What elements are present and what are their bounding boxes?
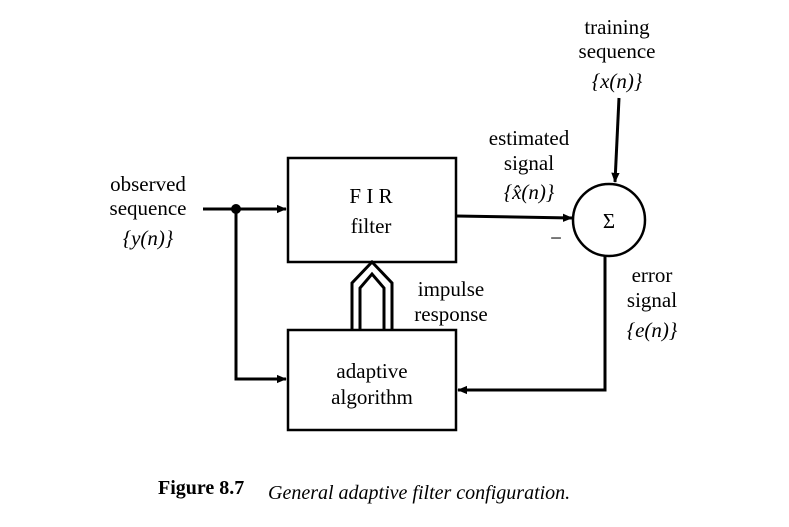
error-feedback-line [457,256,607,395]
caption-text: General adaptive filter configuration. [268,482,570,504]
adaptive-algorithm-block [286,328,458,432]
summing-junction [571,182,647,258]
sigma-symbol: Σ [603,209,615,233]
fir-label: F I R [349,184,392,208]
estimated-signal-line [455,213,573,223]
observed-sequence-label: sequence [110,196,187,220]
impulse-response-arrow [350,259,394,330]
adaptive-label: adaptive [336,359,407,383]
fir-filter-block [286,156,458,264]
algorithm-label: algorithm [331,385,413,409]
training-label: training [584,15,650,39]
caption-label: Figure 8.7 [158,477,244,499]
observed-label: observed [110,172,186,196]
error-signal-label: signal [627,288,677,312]
response-label: response [414,302,487,326]
observed-symbol: {y(n)} [123,226,174,250]
estimated-label: estimated [489,126,570,150]
impulse-label: impulse [418,277,485,301]
training-sequence-label: sequence [579,39,656,63]
training-input-line [611,97,621,183]
training-symbol: {x(n)} [592,69,643,93]
error-label: error [632,263,673,287]
filter-label: filter [351,214,392,238]
input-branch-line [234,209,287,384]
impulse-response-arrow-inner [358,271,386,330]
estimated-signal-label: signal [504,151,554,175]
error-symbol: {e(n)} [627,318,678,342]
minus-sign: − [550,226,562,250]
estimated-symbol: {x̂(n)} [504,180,555,204]
